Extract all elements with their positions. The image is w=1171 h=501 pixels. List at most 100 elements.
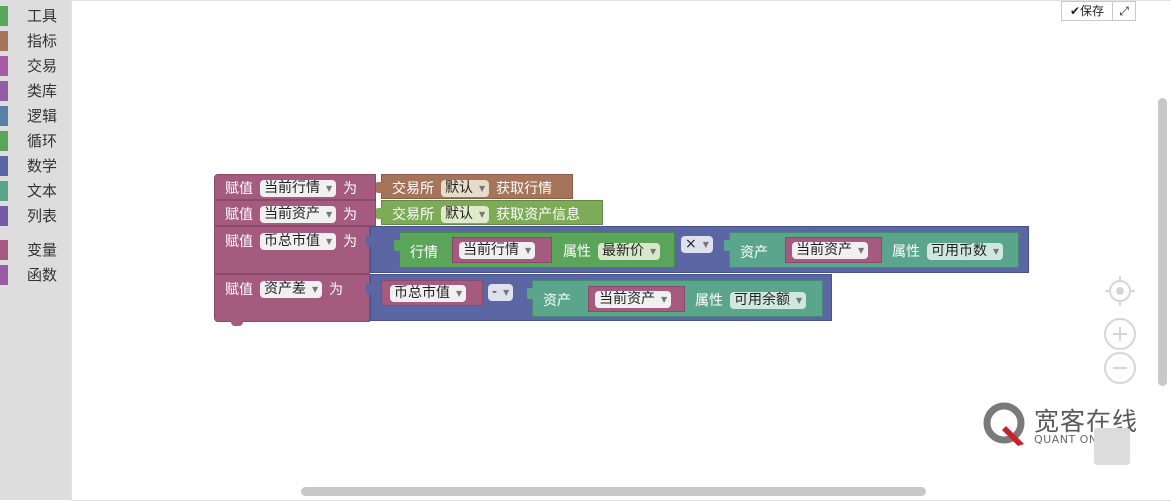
toolbox-category[interactable]: 列表 bbox=[0, 205, 71, 230]
connector-tab bbox=[376, 208, 383, 219]
connector-tab bbox=[376, 182, 383, 193]
toolbox-category[interactable]: 文本 bbox=[0, 180, 71, 205]
exchange-label: 交易所 bbox=[392, 207, 434, 223]
dropdown-arrow-icon: ▼ bbox=[326, 236, 333, 246]
variable-dropdown[interactable]: 当前行情▼ bbox=[459, 242, 536, 259]
as-label: 为 bbox=[343, 234, 358, 250]
attribute-dropdown[interactable]: 最新价▼ bbox=[598, 242, 661, 260]
variable-get-block[interactable]: 当前行情▼ bbox=[452, 237, 552, 263]
asset-attr-row: 属性 可用余额▼ bbox=[691, 290, 809, 310]
toolbox-category[interactable]: 交易 bbox=[0, 55, 71, 80]
category-label: 指标 bbox=[27, 32, 58, 50]
dropdown-arrow-icon: ▼ bbox=[503, 288, 510, 297]
dropdown-arrow-icon: ▼ bbox=[993, 246, 1000, 256]
get-ticker-block[interactable]: 交易所 默认▼ 获取行情 bbox=[376, 174, 573, 199]
category-color-swatch bbox=[0, 131, 8, 151]
operator-row: ×▼ bbox=[678, 236, 716, 253]
toolbox-category[interactable]: 函数 bbox=[0, 264, 71, 289]
assign-block-asset-diff[interactable]: 赋值 资产差▼ 为 bbox=[214, 274, 370, 326]
dropdown-arrow-icon: ▼ bbox=[312, 284, 319, 294]
trash-can-icon[interactable] bbox=[1094, 428, 1130, 465]
toolbox-category[interactable]: 指标 bbox=[0, 30, 71, 55]
toolbox-category[interactable]: 逻辑 bbox=[0, 105, 71, 130]
get-asset-info-block[interactable]: 交易所 默认▼ 获取资产信息 bbox=[376, 200, 603, 225]
category-label: 变量 bbox=[27, 241, 58, 259]
toolbox-category[interactable]: 类库 bbox=[0, 80, 71, 105]
toolbox-separator bbox=[0, 230, 71, 239]
attribute-dropdown[interactable]: 可用币数▼ bbox=[927, 242, 1004, 260]
dropdown-arrow-icon: ▼ bbox=[702, 240, 709, 249]
assign-label: 赋值 bbox=[225, 282, 253, 298]
category-color-swatch bbox=[0, 106, 8, 126]
assign-block-current-ticker[interactable]: 赋值 当前行情▼ 为 bbox=[214, 174, 376, 200]
dropdown-arrow-icon: ▼ bbox=[479, 183, 486, 193]
operator-dropdown[interactable]: -▼ bbox=[488, 284, 514, 301]
save-button[interactable]: ✔保存 bbox=[1061, 1, 1113, 21]
vertical-scrollbar[interactable] bbox=[1158, 98, 1167, 386]
toolbox-category[interactable]: 循环 bbox=[0, 130, 71, 155]
as-label: 为 bbox=[343, 207, 358, 223]
assign-label: 赋值 bbox=[225, 181, 253, 197]
connector-tab bbox=[724, 240, 731, 251]
variable-get-block[interactable]: 币总市值▼ bbox=[381, 280, 483, 306]
category-color-swatch bbox=[0, 6, 8, 26]
assign-block-current-asset[interactable]: 赋值 当前资产▼ 为 bbox=[214, 200, 376, 226]
next-connector bbox=[231, 321, 243, 326]
variable-dropdown[interactable]: 资产差▼ bbox=[260, 280, 323, 298]
category-color-swatch bbox=[0, 31, 8, 51]
dropdown-arrow-icon: ▼ bbox=[650, 246, 657, 256]
as-label: 为 bbox=[343, 181, 358, 197]
assign-block-coin-market-value[interactable]: 赋值 币总市值▼ 为 bbox=[214, 226, 370, 274]
horizontal-scrollbar[interactable] bbox=[301, 487, 926, 496]
attribute-dropdown[interactable]: 可用余额▼ bbox=[730, 291, 807, 309]
connector-tab bbox=[394, 240, 401, 251]
category-label: 循环 bbox=[27, 132, 58, 150]
category-color-swatch bbox=[0, 56, 8, 76]
toolbox-category[interactable]: 数学 bbox=[0, 155, 71, 180]
logo-icon bbox=[983, 402, 1025, 446]
recenter-icon[interactable] bbox=[1104, 275, 1136, 307]
dropdown-arrow-icon: ▼ bbox=[326, 183, 333, 193]
attribute-label: 属性 bbox=[563, 244, 591, 260]
toolbox-category[interactable]: 变量 bbox=[0, 239, 71, 264]
variable-dropdown[interactable]: 币总市值▼ bbox=[390, 285, 467, 302]
category-label: 文本 bbox=[27, 182, 58, 200]
zoom-in-icon[interactable] bbox=[1104, 318, 1136, 350]
connector-tab bbox=[366, 235, 373, 246]
dropdown-arrow-icon: ▼ bbox=[796, 295, 803, 305]
dropdown-arrow-icon: ▼ bbox=[661, 295, 668, 304]
operator-row: -▼ bbox=[485, 284, 516, 301]
asset-label: 资产 bbox=[543, 293, 571, 309]
variable-dropdown[interactable]: 当前资产▼ bbox=[260, 205, 337, 223]
category-color-swatch bbox=[0, 181, 8, 201]
connector-tab bbox=[366, 283, 373, 294]
category-label: 数学 bbox=[27, 157, 58, 175]
category-color-swatch bbox=[0, 206, 8, 226]
dropdown-arrow-icon: ▼ bbox=[326, 209, 333, 219]
asset-label: 资产 bbox=[740, 245, 768, 261]
attribute-label: 属性 bbox=[695, 293, 723, 309]
variable-dropdown[interactable]: 当前资产▼ bbox=[595, 291, 672, 308]
toolbox-category[interactable]: 工具 bbox=[0, 5, 71, 30]
expand-icon: ⤢ bbox=[1119, 4, 1129, 18]
category-label: 工具 bbox=[27, 7, 58, 25]
action-label: 获取行情 bbox=[496, 181, 553, 197]
assign-label: 赋值 bbox=[225, 234, 253, 250]
variable-get-block[interactable]: 当前资产▼ bbox=[588, 286, 685, 312]
exchange-dropdown[interactable]: 默认▼ bbox=[441, 179, 490, 197]
operator-dropdown[interactable]: ×▼ bbox=[681, 236, 713, 253]
category-label: 逻辑 bbox=[27, 107, 58, 125]
exchange-dropdown[interactable]: 默认▼ bbox=[441, 205, 490, 223]
fullscreen-button[interactable]: ⤢ bbox=[1112, 1, 1136, 21]
variable-get-block[interactable]: 当前资产▼ bbox=[785, 237, 882, 263]
ticker-attr-row: 属性 最新价▼ bbox=[559, 241, 663, 261]
check-icon: ✔ bbox=[1069, 4, 1081, 18]
variable-dropdown[interactable]: 币总市值▼ bbox=[260, 232, 337, 250]
exchange-label: 交易所 bbox=[392, 181, 434, 197]
variable-dropdown[interactable]: 当前资产▼ bbox=[792, 242, 869, 259]
as-label: 为 bbox=[329, 282, 344, 298]
category-label: 函数 bbox=[27, 266, 58, 284]
ticker-label: 行情 bbox=[410, 245, 438, 261]
variable-dropdown[interactable]: 当前行情▼ bbox=[260, 179, 337, 197]
zoom-out-icon[interactable] bbox=[1104, 352, 1136, 384]
